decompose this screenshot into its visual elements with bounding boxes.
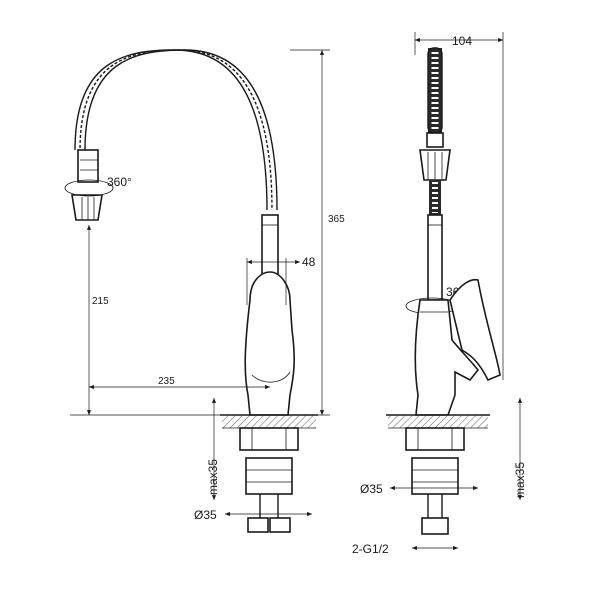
spray-head: [71, 149, 103, 221]
side-flexible-spout: [419, 47, 451, 215]
side-view: 360° 104 max35 Ø35: [352, 32, 527, 556]
side-dim-depth: 104: [452, 34, 472, 48]
dim-total-height: 365: [328, 214, 345, 225]
front-rotation-label: 360°: [107, 175, 132, 189]
side-mounting-nut: [405, 427, 465, 535]
dim-spout-reach: 235: [158, 376, 175, 387]
rotation-ellipse-front: [64, 179, 114, 197]
dim-body-width: 48: [302, 255, 316, 269]
front-dim-thread-len: max35: [206, 459, 220, 495]
side-faucet-body: [414, 299, 480, 416]
side-dim-thread-len: max35: [513, 462, 527, 498]
front-mounting-nut: [239, 427, 299, 533]
side-dim-hose-thread: 2-G1/2: [352, 542, 389, 556]
side-dim-nut-dia: Ø35: [360, 482, 383, 496]
flexible-spout: [74, 47, 278, 211]
front-view: 360° 365 215: [64, 47, 345, 533]
side-stem: [427, 214, 443, 301]
dim-spout-height: 215: [92, 296, 109, 307]
front-stem: [261, 214, 279, 276]
side-lever-handle: [449, 278, 501, 382]
front-faucet-body: [244, 271, 295, 416]
front-dim-nut-dia: Ø35: [194, 508, 217, 522]
